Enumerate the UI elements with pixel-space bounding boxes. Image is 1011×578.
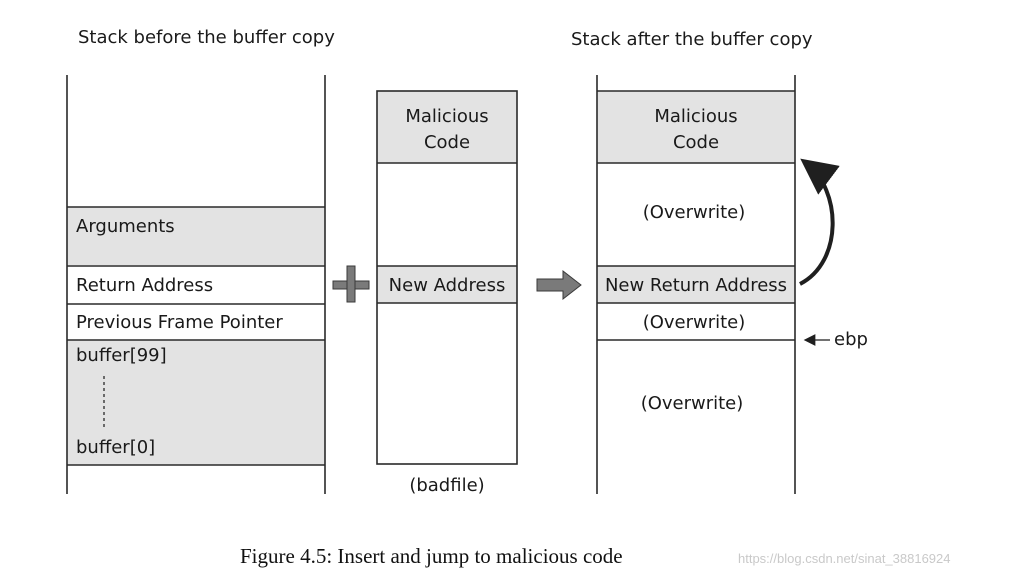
buffer-bottom-label: buffer[0] xyxy=(76,437,155,458)
after-malicious-line2: Code xyxy=(673,132,719,153)
badfile-stack: Malicious Code New Address (badfile) xyxy=(376,90,518,496)
badfile-malicious-line1: Malicious xyxy=(405,106,488,127)
buffer-cell xyxy=(67,340,325,465)
after-new-return-address-cell xyxy=(597,266,795,303)
after-overwrite-top-label: (Overwrite) xyxy=(643,202,746,223)
badfile-lower-cell xyxy=(377,303,517,464)
stack-after: Malicious Code (Overwrite) New Return Ad… xyxy=(596,75,796,494)
after-malicious-line1: Malicious xyxy=(654,106,737,127)
badfile-malicious-line2: Code xyxy=(424,132,470,153)
after-title: Stack after the buffer copy xyxy=(571,29,813,50)
previous-frame-pointer-cell xyxy=(67,304,325,339)
return-address-label: Return Address xyxy=(76,275,213,296)
badfile-empty-cell xyxy=(377,163,517,266)
jump-arrow-icon xyxy=(799,158,840,286)
ebp-label: ebp xyxy=(834,329,868,350)
previous-frame-pointer-label: Previous Frame Pointer xyxy=(76,312,283,333)
badfile-malicious-cell xyxy=(377,91,517,163)
after-malicious-cell xyxy=(597,91,795,163)
before-title: Stack before the buffer copy xyxy=(78,27,335,48)
badfile-new-address-cell xyxy=(377,266,517,303)
stack-before: Arguments Return Address Previous Frame … xyxy=(66,75,326,494)
after-overwrite-mid-label: (Overwrite) xyxy=(643,312,746,333)
ebp-pointer: ebp xyxy=(803,329,868,350)
badfile-new-address-label: New Address xyxy=(389,275,506,296)
return-address-cell xyxy=(67,266,325,303)
watermark: https://blog.csdn.net/sinat_38816924 xyxy=(738,551,951,566)
after-overwrite-bottom-label: (Overwrite) xyxy=(641,393,744,414)
buffer-top-label: buffer[99] xyxy=(76,345,167,366)
after-new-return-address-label: New Return Address xyxy=(605,275,787,296)
right-arrow-icon xyxy=(536,269,582,301)
arguments-cell xyxy=(67,207,325,265)
badfile-label: (badfile) xyxy=(409,475,484,496)
arguments-label: Arguments xyxy=(76,216,175,237)
figure-caption: Figure 4.5: Insert and jump to malicious… xyxy=(240,544,623,568)
after-overwrite-bottom-cell xyxy=(597,340,795,465)
after-overwrite-mid-cell xyxy=(597,303,795,340)
after-overwrite-top-cell xyxy=(597,163,795,266)
plus-icon xyxy=(332,265,370,303)
